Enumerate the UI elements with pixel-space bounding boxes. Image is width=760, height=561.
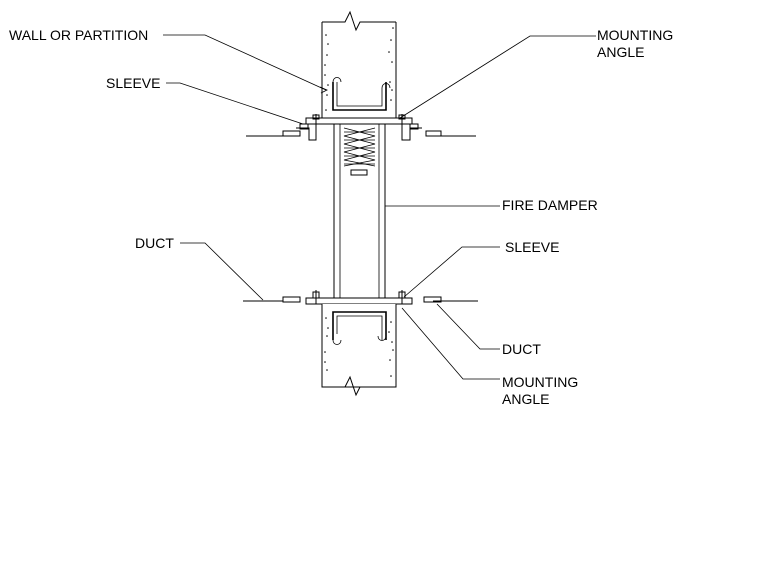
fusible-link (350, 169, 368, 176)
lower-channel (332, 311, 387, 340)
upper-wall-section (305, 10, 413, 128)
callout-labels: WALL OR PARTITION SLEEVE MOUNTING ANGLE … (9, 27, 673, 407)
fire-damper-body (333, 123, 386, 299)
label-mounting-angle-top-line2: ANGLE (597, 44, 644, 60)
lower-wall-stipple (324, 317, 394, 377)
upper-wall-stipple (324, 27, 394, 111)
upper-duct-connection (246, 123, 476, 141)
lower-wall-section (321, 304, 397, 397)
label-duct-bottom: DUCT (502, 341, 541, 357)
label-mounting-angle-top-line1: MOUNTING (597, 27, 673, 43)
leader-lines (163, 34, 596, 380)
label-wall-or-partition: WALL OR PARTITION (9, 27, 148, 43)
label-fire-damper: FIRE DAMPER (502, 197, 598, 213)
label-sleeve-bottom: SLEEVE (505, 239, 559, 255)
label-mounting-angle-bottom-line2: ANGLE (502, 391, 549, 407)
label-duct-left: DUCT (135, 235, 174, 251)
lower-duct-connection (243, 290, 478, 305)
label-mounting-angle-bottom-line1: MOUNTING (502, 374, 578, 390)
damper-blade-stack (343, 127, 376, 167)
upper-channel (332, 82, 387, 111)
label-sleeve-top: SLEEVE (106, 75, 160, 91)
